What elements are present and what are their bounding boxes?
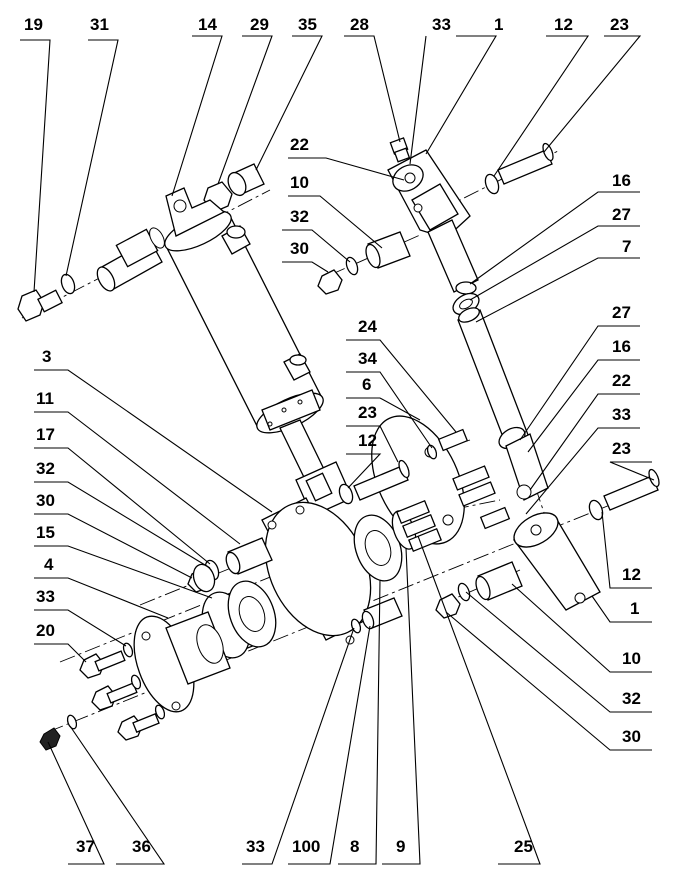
hydraulic-cylinder-body — [164, 187, 324, 434]
callout-14: 14 — [198, 15, 217, 34]
callout-27-top: 27 — [612, 205, 631, 224]
clevis-1-bottom — [513, 512, 601, 611]
callout-9: 9 — [396, 837, 405, 856]
pin-11 — [225, 537, 273, 575]
washer-12-right — [588, 499, 604, 521]
washer-31 — [60, 273, 76, 295]
callout-6: 6 — [362, 375, 371, 394]
callout-31: 31 — [90, 15, 109, 34]
pin-10-top — [365, 231, 411, 269]
washer-12-mid — [338, 483, 354, 505]
nut-37 — [39, 727, 61, 751]
callout-17: 17 — [36, 425, 55, 444]
bolt-23-mid — [353, 459, 410, 501]
pin-10-bottom — [475, 561, 523, 601]
bolt-23-top — [497, 142, 554, 185]
clevis-1-top — [387, 149, 471, 239]
grease-nipple-28 — [389, 137, 411, 163]
callout-4: 4 — [44, 555, 54, 574]
nut-30-top — [317, 269, 343, 295]
washer-32-bottom — [457, 582, 471, 602]
callout-34: 34 — [358, 349, 377, 368]
collar-17 — [192, 563, 216, 593]
callout-16-top: 16 — [612, 171, 631, 190]
callout-22-mid: 22 — [612, 371, 631, 390]
rod-end-16-top — [427, 219, 479, 295]
bushing-8 — [353, 514, 403, 582]
callout-33-top: 33 — [432, 15, 451, 34]
callout-32-right: 32 — [622, 689, 641, 708]
callout-30-top: 30 — [290, 239, 309, 258]
callout-10-right: 10 — [622, 649, 641, 668]
piston-rod — [279, 419, 353, 517]
washers-33 — [122, 642, 166, 720]
callout-23-mid: 23 — [358, 403, 377, 422]
pivot-pin-14 — [96, 227, 165, 292]
cap-35 — [227, 163, 265, 197]
callout-22-top: 22 — [290, 135, 309, 154]
callout-27-mid: 27 — [612, 303, 631, 322]
callout-12-mid: 12 — [358, 431, 377, 450]
callout-36: 36 — [132, 837, 151, 856]
callout-11: 11 — [36, 389, 54, 408]
rod-end-bolt-19 — [17, 289, 63, 322]
callout-30-right: 30 — [622, 727, 641, 746]
rod-end-16-bottom — [505, 433, 549, 501]
callout-24: 24 — [358, 317, 377, 336]
bolt-25-group — [395, 499, 443, 553]
callout-1-top: 1 — [494, 15, 503, 34]
callout-7: 7 — [622, 237, 631, 256]
callout-8: 8 — [350, 837, 359, 856]
washer-12-top — [484, 173, 500, 195]
callout-35: 35 — [298, 15, 317, 34]
callout-19: 19 — [24, 15, 43, 34]
callout-10-top: 10 — [290, 173, 309, 192]
callout-33-bottom: 33 — [246, 837, 265, 856]
callout-28: 28 — [350, 15, 369, 34]
callout-33-left: 33 — [36, 587, 55, 606]
bolts-right-plate — [452, 465, 511, 530]
callout-1-right: 1 — [630, 599, 639, 618]
callout-12-right: 12 — [622, 565, 641, 584]
callout-32-left: 32 — [36, 459, 55, 478]
callout-23-right: 23 — [612, 439, 631, 458]
callout-100: 100 — [292, 837, 320, 856]
callout-37: 37 — [76, 837, 95, 856]
callout-3: 3 — [42, 347, 51, 366]
callout-29: 29 — [250, 15, 269, 34]
bolt-23-right — [603, 468, 660, 511]
callout-25: 25 — [514, 837, 533, 856]
callout-12-top: 12 — [554, 15, 573, 34]
callout-33-mid: 33 — [612, 405, 631, 424]
leader-lines — [20, 35, 655, 865]
callout-30-left: 30 — [36, 491, 55, 510]
callout-20: 20 — [36, 621, 55, 640]
hub-4 — [133, 611, 231, 713]
callout-23-top: 23 — [610, 15, 629, 34]
callout-32-top: 32 — [290, 207, 309, 226]
bolt-100 — [361, 597, 403, 630]
callout-labels: 19 31 14 29 35 28 33 1 12 23 22 10 32 30… — [24, 15, 641, 856]
callout-16-mid: 16 — [612, 337, 631, 356]
washer-36 — [66, 714, 78, 730]
bolt-24 — [437, 428, 469, 452]
callout-15: 15 — [36, 523, 55, 542]
flange-plate-3 — [261, 497, 372, 645]
